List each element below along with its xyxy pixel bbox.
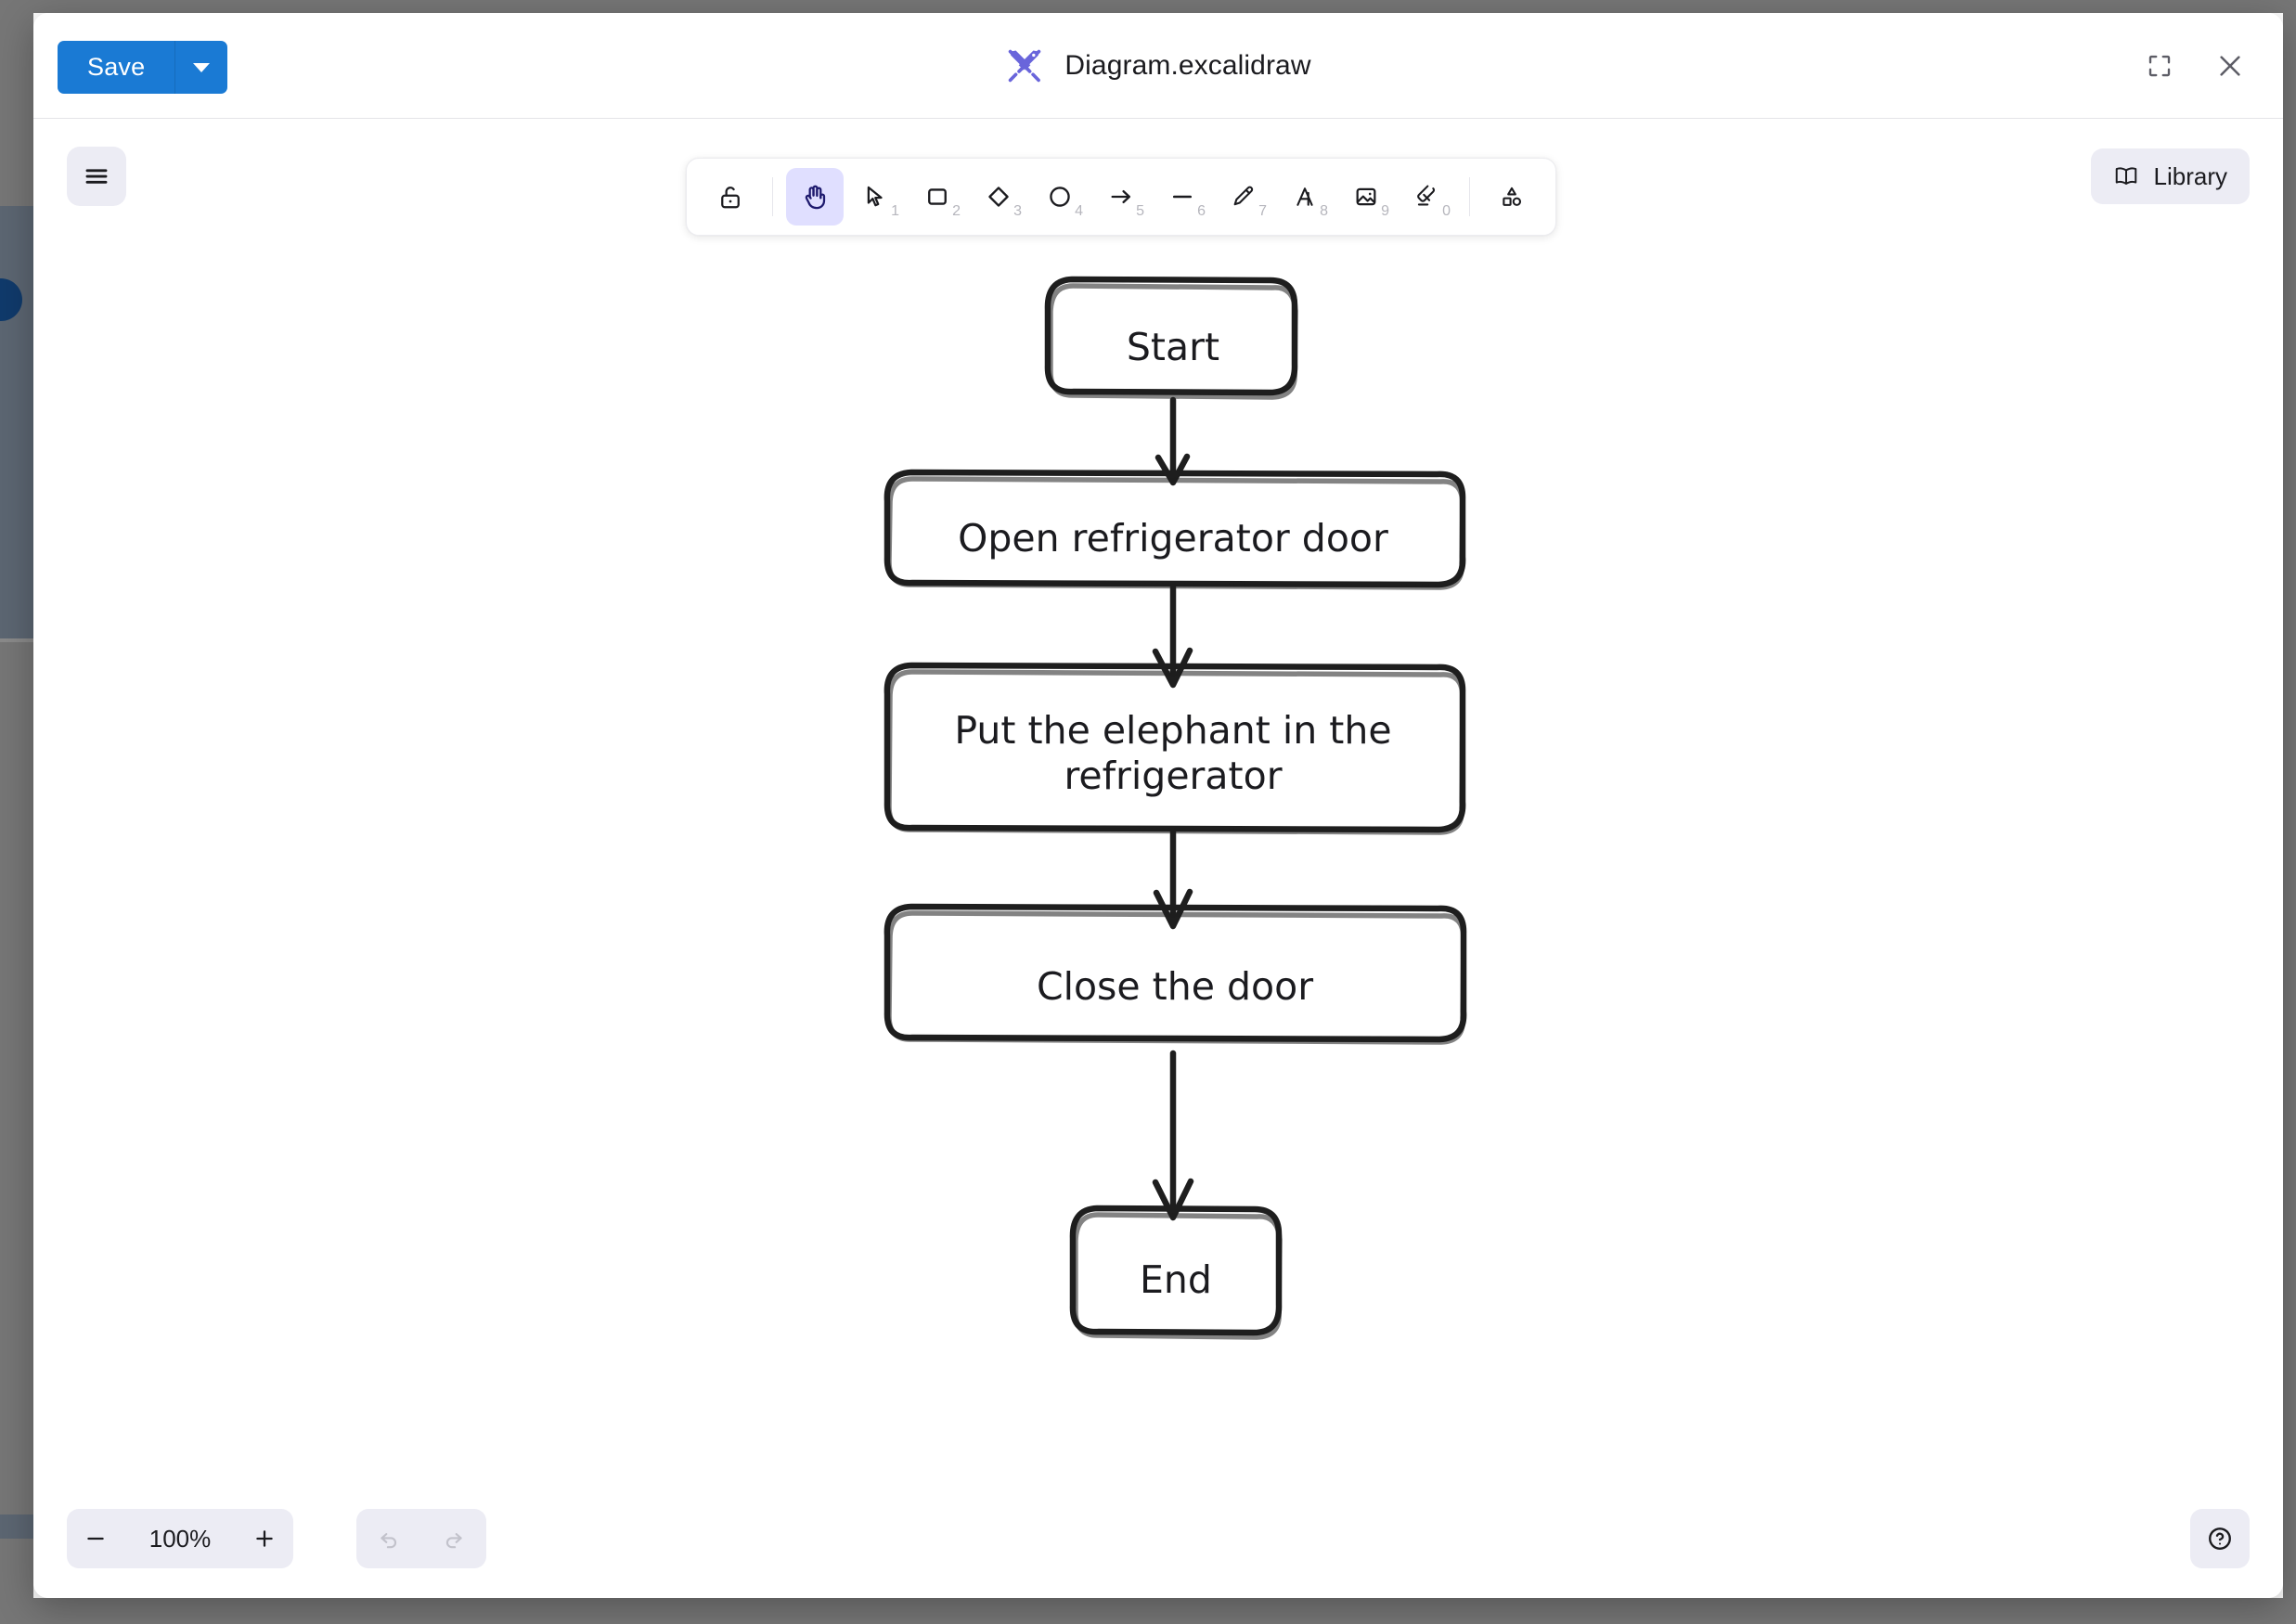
tool-line[interactable]: 6 <box>1154 168 1211 226</box>
tool-selection-shortcut: 1 <box>891 203 899 219</box>
fullscreen-button[interactable] <box>2138 45 2181 87</box>
node-open-label: Open refrigerator door <box>958 516 1388 561</box>
tool-arrow-shortcut: 5 <box>1136 203 1144 219</box>
selection-icon <box>867 186 883 207</box>
node-close-label: Close the door <box>1037 964 1313 1009</box>
canvas-area[interactable]: .hd { fill: none; stroke: #1e1e1e; strok… <box>33 119 2283 1598</box>
tool-rectangle-shortcut: 2 <box>952 203 961 219</box>
minus-icon <box>87 1537 104 1540</box>
history-controls[interactable] <box>356 1509 486 1568</box>
save-dropdown-button[interactable] <box>175 41 227 94</box>
tool-rectangle[interactable]: 2 <box>909 168 966 226</box>
backdrop-panel-foot <box>0 1514 33 1539</box>
close-icon <box>2220 55 2240 76</box>
help-circle-icon <box>2209 1527 2231 1550</box>
line-icon <box>1172 195 1193 199</box>
window-titlebar: Save Diagram.excalidraw <box>33 13 2283 119</box>
rectangle-icon <box>928 188 947 205</box>
library-button-label: Library <box>2153 161 2227 190</box>
tool-ellipse-shortcut: 4 <box>1075 203 1083 219</box>
edge-start-open <box>1154 396 1191 486</box>
image-icon <box>1356 187 1376 206</box>
undo-icon <box>381 1533 397 1549</box>
app-menu-button[interactable] <box>67 147 126 206</box>
tool-image[interactable]: 9 <box>1337 168 1395 226</box>
arrow-icon <box>1111 190 1131 203</box>
tool-diamond-shortcut: 3 <box>1013 203 1022 219</box>
backdrop-divider <box>0 638 33 642</box>
tool-text-shortcut: 8 <box>1320 203 1328 219</box>
node-start[interactable]: Start <box>1044 276 1298 400</box>
fullscreen-icon <box>2148 55 2171 76</box>
redo-icon <box>445 1533 462 1549</box>
zoom-controls[interactable]: 100% <box>67 1509 293 1568</box>
node-open[interactable]: Open refrigerator door <box>884 469 1466 590</box>
chevron-down-icon <box>193 62 211 72</box>
node-put-label-line2: refrigerator <box>1064 754 1282 798</box>
ellipse-icon <box>1050 187 1070 207</box>
save-button-group[interactable]: Save <box>58 41 228 94</box>
tools-separator-1 <box>772 177 773 216</box>
tool-ellipse[interactable]: 4 <box>1031 168 1089 226</box>
more-shapes-icon <box>1503 187 1522 206</box>
tool-diamond[interactable]: 3 <box>970 168 1027 226</box>
tools-separator-2 <box>1469 177 1470 216</box>
eraser-icon <box>1417 185 1436 206</box>
tool-lock[interactable] <box>702 168 759 226</box>
save-button[interactable]: Save <box>58 41 176 94</box>
edge-open-put <box>1152 584 1193 689</box>
close-button[interactable] <box>2209 45 2251 87</box>
node-put[interactable]: Put the elephant in the refrigerator <box>884 662 1466 835</box>
hamburger-menu-icon <box>85 169 108 184</box>
tools-island[interactable]: 1 2 3 4 <box>686 158 1556 236</box>
hand-icon <box>805 185 826 210</box>
zoom-level-value[interactable]: 100% <box>148 1524 212 1553</box>
window-controls <box>2138 13 2251 118</box>
lock-icon <box>721 187 740 209</box>
edge-close-end <box>1152 1050 1194 1221</box>
library-button[interactable]: Library <box>2090 148 2250 204</box>
excalidraw-logo-icon <box>1009 49 1041 82</box>
tool-eraser[interactable]: 0 <box>1399 168 1456 226</box>
node-close[interactable]: Close the door <box>884 903 1467 1045</box>
tool-selection[interactable]: 1 <box>847 168 905 226</box>
zoom-out-button[interactable] <box>67 1509 124 1568</box>
diamond-icon <box>988 187 1009 207</box>
backdrop-top-shade <box>33 0 2296 13</box>
draw-icon <box>1233 186 1254 206</box>
edge-put-close <box>1153 828 1193 930</box>
tool-text[interactable]: 8 <box>1276 168 1334 226</box>
tool-image-shortcut: 9 <box>1381 203 1389 219</box>
text-icon <box>1296 187 1313 206</box>
title-area: Diagram.excalidraw <box>33 13 2283 118</box>
redo-button[interactable] <box>427 1509 481 1568</box>
flowchart-diagram: .hd { fill: none; stroke: #1e1e1e; strok… <box>884 276 1467 1340</box>
book-icon <box>2115 167 2136 185</box>
plus-icon <box>256 1530 273 1547</box>
document-title: Diagram.excalidraw <box>1064 49 1311 81</box>
backdrop-panel <box>0 206 33 638</box>
zoom-in-button[interactable] <box>236 1509 293 1568</box>
node-end-label: End <box>1140 1257 1212 1302</box>
tool-draw-shortcut: 7 <box>1258 203 1267 219</box>
tool-hand[interactable] <box>786 168 844 226</box>
tool-arrow[interactable]: 5 <box>1092 168 1150 226</box>
excalidraw-window: Save Diagram.excalidraw <box>33 13 2283 1598</box>
tool-eraser-shortcut: 0 <box>1442 203 1451 219</box>
tool-line-shortcut: 6 <box>1197 203 1206 219</box>
tool-draw[interactable]: 7 <box>1215 168 1272 226</box>
undo-button[interactable] <box>362 1509 416 1568</box>
node-put-label-line1: Put the elephant in the <box>954 708 1391 753</box>
tool-more-shapes[interactable] <box>1483 168 1541 226</box>
backdrop-bottom-shade <box>0 1598 2296 1624</box>
node-end[interactable]: End <box>1069 1205 1283 1340</box>
help-button[interactable] <box>2190 1509 2250 1568</box>
node-start-label: Start <box>1127 325 1219 369</box>
backdrop-right-shade <box>2283 0 2296 1624</box>
